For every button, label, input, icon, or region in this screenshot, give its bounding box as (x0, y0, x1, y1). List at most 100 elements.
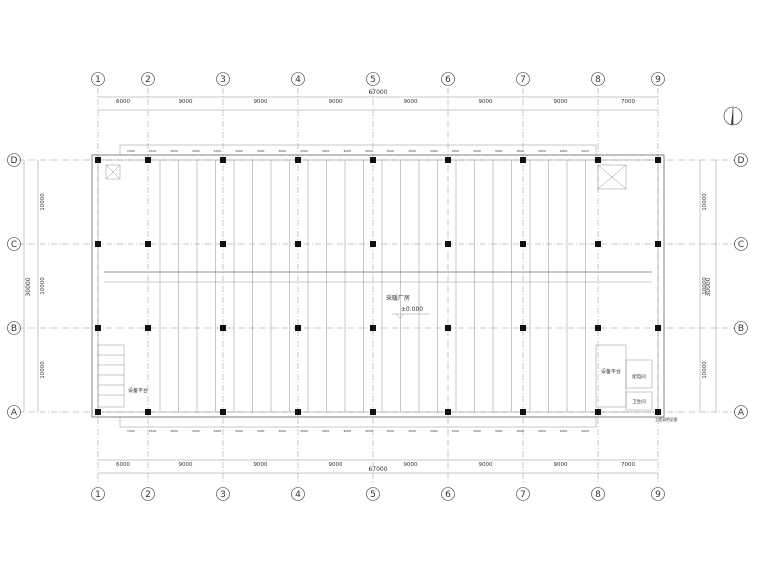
span-dimension-label: 9000 (479, 462, 493, 468)
row-axis-label: D (738, 156, 745, 166)
row-axis-bubble (734, 237, 748, 251)
bay-dimension-label: 3000 (278, 429, 286, 433)
bay-dimension-label: 3000 (387, 429, 395, 433)
bay-dimension-label: 3000 (495, 429, 503, 433)
col-axis-label: 4 (295, 490, 301, 500)
bay-dimension-label: 3000 (408, 429, 416, 433)
column-mark (370, 157, 376, 163)
col-axis-bubble (141, 487, 155, 501)
span-dimensions: 6000600090009000900090009000900090009000… (40, 99, 708, 468)
row-axis-bubble (7, 153, 21, 167)
col-axis-label: 7 (520, 490, 526, 500)
column-mark (595, 241, 601, 247)
column-mark (520, 409, 526, 415)
col-axis-bubble (291, 487, 305, 501)
column-mark (445, 409, 451, 415)
bay-dimension-label: 3000 (430, 149, 438, 153)
col-axis-bubble (91, 72, 105, 86)
bay-dimension-label: 3000 (473, 429, 481, 433)
bay-dimension-label: 3000 (322, 149, 330, 153)
bay-dimension-label: 3000 (322, 429, 330, 433)
column-mark (95, 157, 101, 163)
col-axis-label: 8 (595, 75, 601, 85)
row-axis-label: A (11, 408, 18, 418)
column-mark (220, 409, 226, 415)
span-dimension-label: 10000 (702, 193, 708, 211)
bay-dimension-label: 3000 (214, 429, 222, 433)
span-dimension-label: 9000 (179, 462, 193, 468)
bay-dimension-label: 3000 (430, 429, 438, 433)
row-axis-bubble (7, 321, 21, 335)
right-total-dimension: 30000 (705, 277, 712, 296)
col-axis-bubble (366, 72, 380, 86)
column-mark (220, 157, 226, 163)
bay-dimension-label: 3000 (235, 429, 243, 433)
row-axis-label: D (11, 156, 18, 166)
span-dimension-label: 7000 (621, 462, 635, 468)
column-mark (370, 409, 376, 415)
col-axis-bubble (441, 72, 455, 86)
bay-dimension-label: 3000 (257, 429, 265, 433)
column-mark (95, 325, 101, 331)
hall-name-label: 采暖厂房 (386, 294, 410, 302)
bay-dimension-label: 3000 (452, 149, 460, 153)
col-axis-bubble (591, 72, 605, 86)
row-axis-bubble (734, 153, 748, 167)
col-axis-bubble (651, 72, 665, 86)
column-mark (445, 241, 451, 247)
column-mark (370, 325, 376, 331)
column-mark (520, 325, 526, 331)
bottom-dimension-lines: 67000 (98, 459, 658, 474)
row-axis-label: C (738, 240, 744, 250)
span-dimension-label: 7000 (621, 99, 635, 105)
bay-dimension-label: 3000 (300, 149, 308, 153)
column-mark (295, 409, 301, 415)
row-axis-bubble (7, 237, 21, 251)
span-dimension-label: 6000 (116, 99, 130, 105)
column-mark (445, 325, 451, 331)
column-mark (655, 241, 661, 247)
column-mark (220, 325, 226, 331)
bay-dimension-label: 3000 (516, 149, 524, 153)
col-axis-label: 7 (520, 75, 526, 85)
column-mark (145, 157, 151, 163)
equipment-room-left-label: 设备平台 (128, 387, 148, 394)
col-axis-label: 6 (445, 75, 451, 85)
bay-dimension-label: 2000 (560, 429, 568, 433)
span-dimension-label: 10000 (702, 361, 708, 379)
note-label: 工程说明见图 (655, 417, 678, 422)
bay-dimension-label: 3000 (343, 429, 351, 433)
bay-dimension-label: 3000 (452, 429, 460, 433)
bottom-total-dimension: 67000 (368, 466, 387, 473)
span-dimension-label: 9000 (254, 462, 268, 468)
col-axis-bubble (441, 487, 455, 501)
top-dimension-lines: 67000 (98, 89, 658, 111)
col-axis-label: 9 (655, 75, 661, 85)
row-axis-label: C (11, 240, 17, 250)
bay-dimension-label: 3000 (235, 149, 243, 153)
col-axis-label: 6 (445, 490, 451, 500)
column-mark (445, 157, 451, 163)
column-mark (655, 325, 661, 331)
bay-dimension-label: 2000 (581, 429, 589, 433)
right-core-rooms (595, 164, 653, 411)
col-axis-bubble (366, 487, 380, 501)
left-total-dimension: 30000 (25, 277, 32, 296)
column-mark (370, 241, 376, 247)
column-mark (95, 409, 101, 415)
span-dimension-label: 9000 (554, 99, 568, 105)
bay-dimension-label: 3000 (192, 149, 200, 153)
bay-lines (159, 160, 586, 412)
row-axis-bubble (7, 405, 21, 419)
equipment-room-right-label: 设备平台 (601, 368, 621, 375)
right-dimension-lines: 30000 (699, 160, 717, 412)
column-mark (520, 157, 526, 163)
col-axis-label: 9 (655, 490, 661, 500)
bay-dimension-label: 3000 (192, 429, 200, 433)
span-dimension-label: 9000 (254, 99, 268, 105)
column-mark (595, 157, 601, 163)
span-dimension-label: 9000 (179, 99, 193, 105)
column-mark (145, 409, 151, 415)
col-axis-label: 3 (220, 75, 226, 85)
